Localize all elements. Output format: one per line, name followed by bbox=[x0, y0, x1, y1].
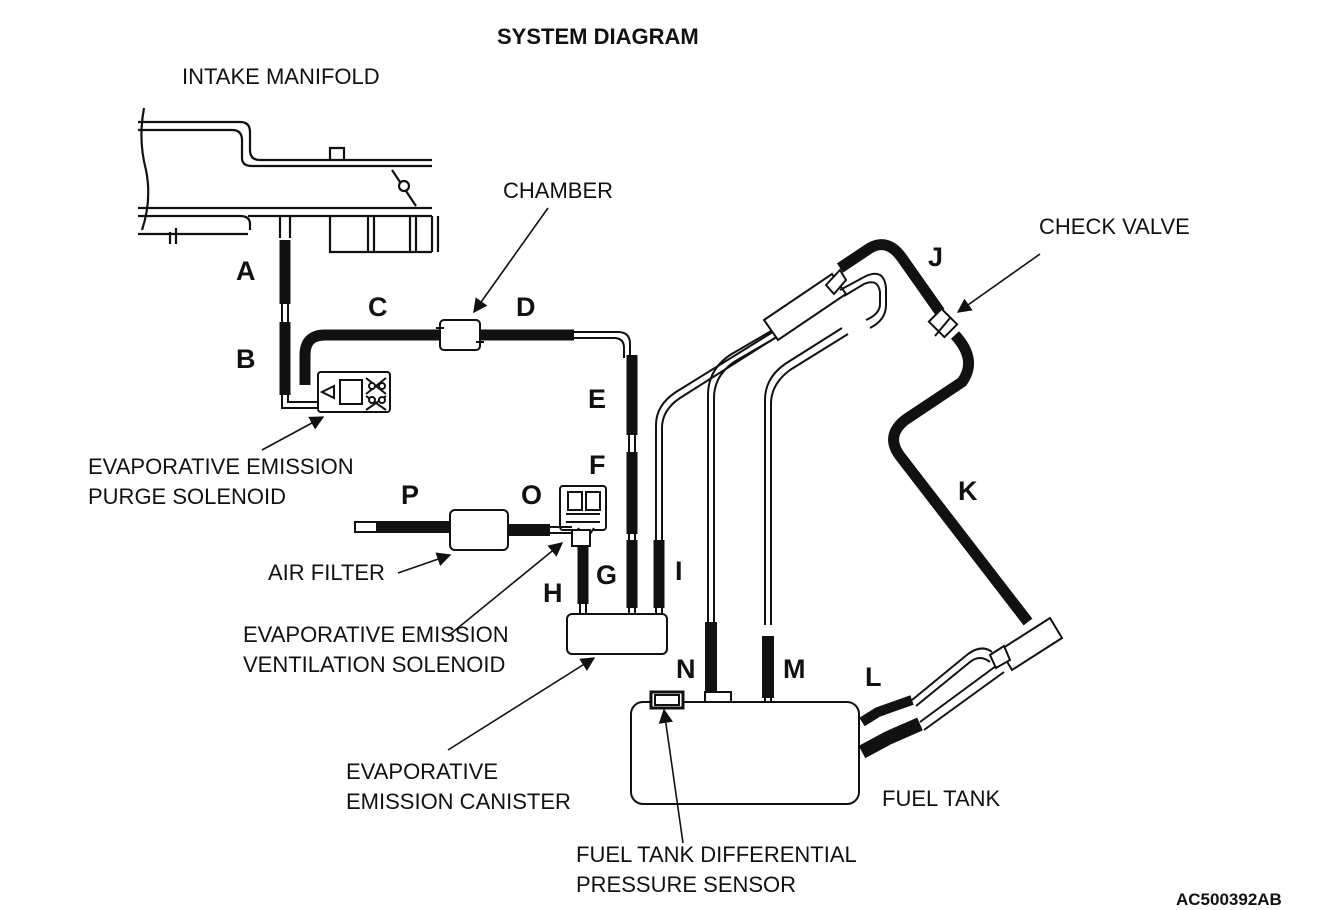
hose-label-o: O bbox=[521, 480, 543, 510]
hose-c bbox=[299, 329, 440, 385]
hose-a-b bbox=[279, 240, 322, 409]
label-chamber: CHAMBER bbox=[503, 178, 614, 203]
canister-ports bbox=[579, 603, 587, 614]
label-ventilation-solenoid-line1: EVAPORATIVE EMISSION bbox=[243, 622, 509, 647]
label-pressure-sensor-line2: PRESSURE SENSOR bbox=[576, 872, 797, 897]
tank-side-connector bbox=[988, 616, 1064, 672]
label-canister-line2: EMISSION CANISTER bbox=[346, 789, 571, 814]
hose-label-p: P bbox=[401, 480, 420, 510]
label-intake-manifold: INTAKE MANIFOLD bbox=[182, 64, 380, 89]
hose-label-j: J bbox=[928, 242, 944, 272]
hose-i bbox=[653, 329, 779, 618]
label-check-valve: CHECK VALVE bbox=[1039, 214, 1190, 239]
hose-label-l: L bbox=[865, 662, 882, 692]
hose-k bbox=[888, 331, 1033, 626]
ventilation-solenoid-drawing bbox=[559, 485, 607, 547]
hose-label-c: C bbox=[368, 292, 388, 322]
check-valve-drawing bbox=[927, 307, 959, 339]
intake-manifold-drawing bbox=[138, 107, 440, 254]
label-purge-solenoid-line1: EVAPORATIVE EMISSION bbox=[88, 454, 354, 479]
hose-label-h: H bbox=[543, 578, 563, 608]
fuel-filler-pipes bbox=[707, 239, 945, 625]
label-canister-line1: EVAPORATIVE bbox=[346, 759, 499, 784]
fuel-tank-drawing bbox=[630, 701, 860, 805]
label-purge-solenoid-line2: PURGE SOLENOID bbox=[88, 484, 287, 509]
hose-label-d: D bbox=[516, 292, 536, 322]
chamber-drawing bbox=[439, 319, 481, 351]
label-ventilation-solenoid-line2: VENTILATION SOLENOID bbox=[243, 652, 506, 677]
hose-label-n: N bbox=[676, 654, 696, 684]
hose-label-m: M bbox=[783, 654, 806, 684]
label-fuel-tank: FUEL TANK bbox=[882, 786, 1001, 811]
leader-lines bbox=[261, 207, 1041, 844]
label-pressure-sensor-line1: FUEL TANK DIFFERENTIAL bbox=[576, 842, 857, 867]
hose-label-a: A bbox=[236, 256, 256, 286]
diagram-title: SYSTEM DIAGRAM bbox=[497, 24, 699, 49]
hose-label-f: F bbox=[589, 450, 606, 480]
hose-n-m bbox=[704, 622, 774, 709]
hose-label-e: E bbox=[588, 384, 607, 414]
hose-label-i: I bbox=[675, 556, 683, 586]
hose-label-k: K bbox=[958, 476, 978, 506]
hose-label-g: G bbox=[596, 560, 618, 590]
canister-drawing bbox=[566, 613, 668, 655]
purge-solenoid-drawing bbox=[317, 371, 391, 413]
hose-label-b: B bbox=[236, 344, 256, 374]
figure-code: AC500392AB bbox=[1176, 890, 1282, 909]
air-filter-assembly bbox=[354, 509, 572, 551]
label-air-filter: AIR FILTER bbox=[268, 560, 385, 585]
hose-l bbox=[858, 647, 1005, 759]
hose-d-e-f-g bbox=[480, 329, 638, 618]
